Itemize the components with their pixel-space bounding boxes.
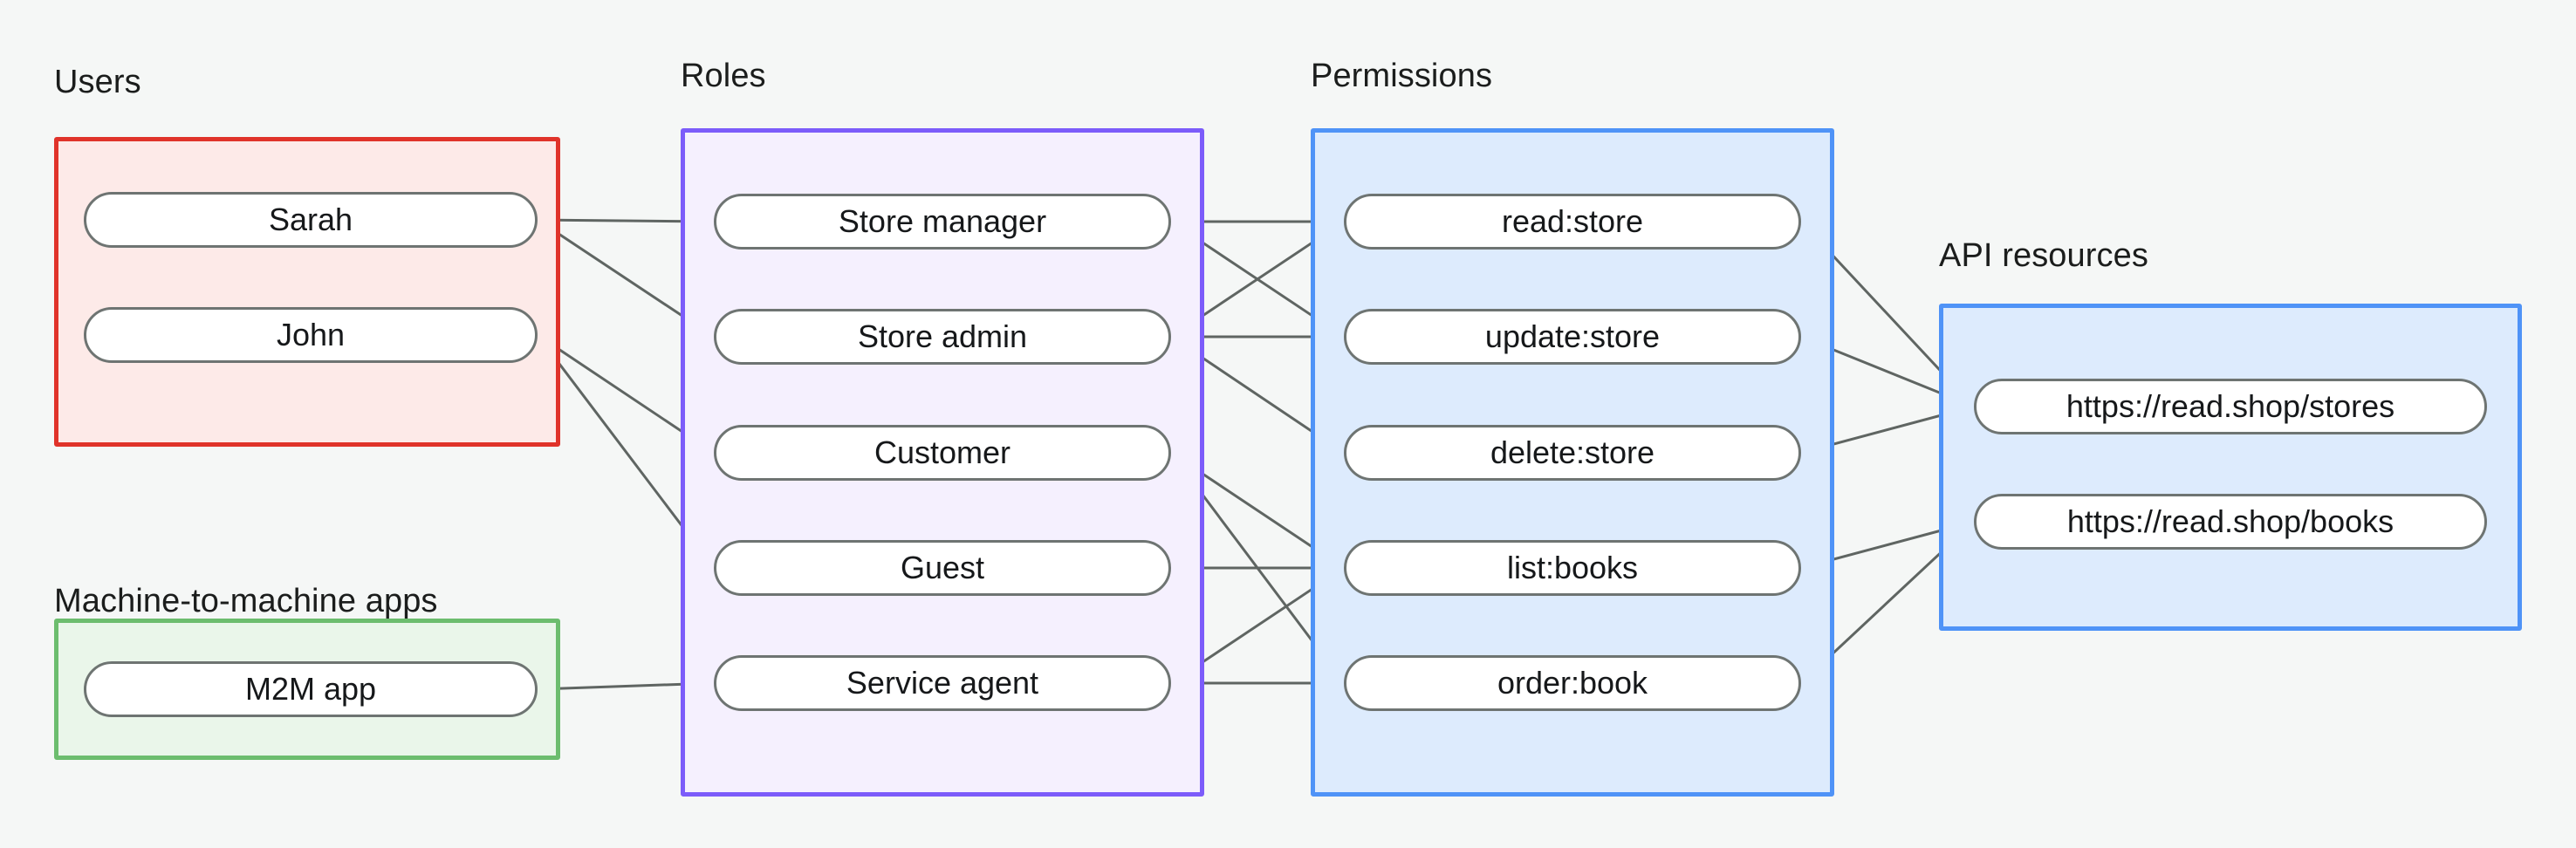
node-read-store[interactable]: read:store (1344, 194, 1801, 250)
node-store-admin[interactable]: Store admin (714, 309, 1171, 365)
node-service-agent[interactable]: Service agent (714, 655, 1171, 711)
node-list-books[interactable]: list:books (1344, 540, 1801, 596)
node-store-manager[interactable]: Store manager (714, 194, 1171, 250)
node-res-stores[interactable]: https://read.shop/stores (1974, 379, 2487, 434)
group-box-api (1939, 304, 2522, 631)
group-label-users: Users (54, 64, 141, 100)
node-john[interactable]: John (84, 307, 538, 363)
group-box-users (54, 137, 560, 447)
node-customer[interactable]: Customer (714, 425, 1171, 481)
group-label-api: API resources (1939, 237, 2148, 274)
node-guest[interactable]: Guest (714, 540, 1171, 596)
node-update-store[interactable]: update:store (1344, 309, 1801, 365)
node-order-book[interactable]: order:book (1344, 655, 1801, 711)
node-delete-store[interactable]: delete:store (1344, 425, 1801, 481)
node-res-books[interactable]: https://read.shop/books (1974, 494, 2487, 550)
node-sarah[interactable]: Sarah (84, 192, 538, 248)
group-label-roles: Roles (681, 58, 766, 94)
node-m2mapp[interactable]: M2M app (84, 661, 538, 717)
group-label-permissions: Permissions (1311, 58, 1493, 94)
group-label-m2m: Machine-to-machine apps (54, 583, 438, 619)
